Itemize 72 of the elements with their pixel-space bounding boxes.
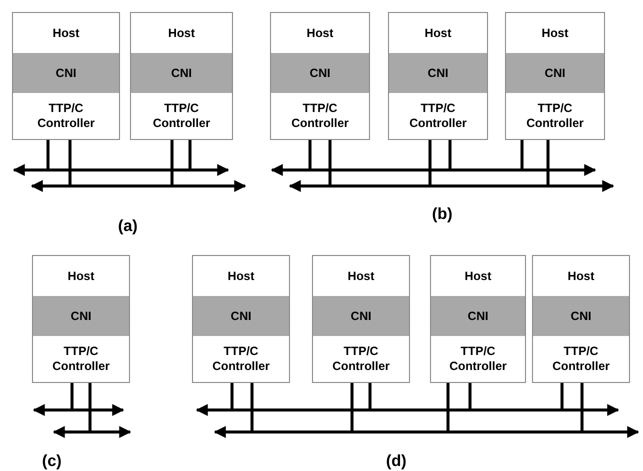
controller-section: TTP/C Controller <box>271 93 369 139</box>
controller-section: TTP/C Controller <box>431 336 525 382</box>
connection-line <box>250 383 254 432</box>
panel-label: (d) <box>386 452 406 471</box>
host-section: Host <box>131 13 232 53</box>
connection-line <box>580 383 584 432</box>
bus-line <box>52 426 132 438</box>
node-box <box>32 255 130 383</box>
connection-line <box>350 383 354 432</box>
node-box <box>312 255 410 383</box>
bus-line <box>32 404 124 416</box>
cni-section: CNI <box>271 53 369 93</box>
connection-line <box>546 140 550 186</box>
panel-label: (c) <box>42 452 62 471</box>
host-section: Host <box>193 256 289 296</box>
connection-line <box>46 140 50 170</box>
cni-section: CNI <box>533 296 629 336</box>
host-section: Host <box>389 13 487 53</box>
node-box <box>130 12 233 140</box>
host-section: Host <box>271 13 369 53</box>
node-box <box>12 12 120 140</box>
connection-line <box>170 140 174 186</box>
panel-label: (b) <box>432 205 452 225</box>
connection-line <box>446 383 450 432</box>
controller-section: TTP/C Controller <box>533 336 629 382</box>
connection-line <box>68 140 72 186</box>
connection-line <box>448 140 452 170</box>
cni-section: CNI <box>431 296 525 336</box>
cni-section: CNI <box>193 296 289 336</box>
controller-section: TTP/C Controller <box>313 336 409 382</box>
connection-line <box>88 383 92 432</box>
host-section: Host <box>431 256 525 296</box>
controller-section: TTP/C Controller <box>131 93 232 139</box>
node-box <box>270 12 370 140</box>
controller-section: TTP/C Controller <box>13 93 119 139</box>
cni-section: CNI <box>506 53 604 93</box>
panel-label: (a) <box>118 217 138 237</box>
host-section: Host <box>13 13 119 53</box>
host-section: Host <box>533 256 629 296</box>
bus-line <box>196 404 620 416</box>
node-box <box>532 255 630 383</box>
bus-line <box>12 164 230 176</box>
connection-line <box>428 140 432 186</box>
connection-line <box>368 383 372 410</box>
host-section: Host <box>313 256 409 296</box>
controller-section: TTP/C Controller <box>193 336 289 382</box>
cni-section: CNI <box>389 53 487 93</box>
node-box <box>430 255 526 383</box>
controller-section: TTP/C Controller <box>33 336 129 382</box>
host-section: Host <box>506 13 604 53</box>
connection-line <box>308 140 312 170</box>
node-box <box>192 255 290 383</box>
bus-line <box>288 180 614 192</box>
connection-line <box>70 383 74 410</box>
bus-line <box>30 180 246 192</box>
connection-line <box>230 383 234 410</box>
controller-section: TTP/C Controller <box>506 93 604 139</box>
connection-line <box>188 140 192 170</box>
cni-section: CNI <box>313 296 409 336</box>
cni-section: CNI <box>131 53 232 93</box>
controller-section: TTP/C Controller <box>389 93 487 139</box>
connection-line <box>520 140 524 170</box>
cni-section: CNI <box>33 296 129 336</box>
connection-line <box>468 383 472 410</box>
node-box <box>388 12 488 140</box>
cni-section: CNI <box>13 53 119 93</box>
node-box <box>505 12 605 140</box>
host-section: Host <box>33 256 129 296</box>
connection-line <box>328 140 332 186</box>
connection-line <box>560 383 564 410</box>
bus-line <box>214 426 640 438</box>
bus-line <box>270 164 596 176</box>
